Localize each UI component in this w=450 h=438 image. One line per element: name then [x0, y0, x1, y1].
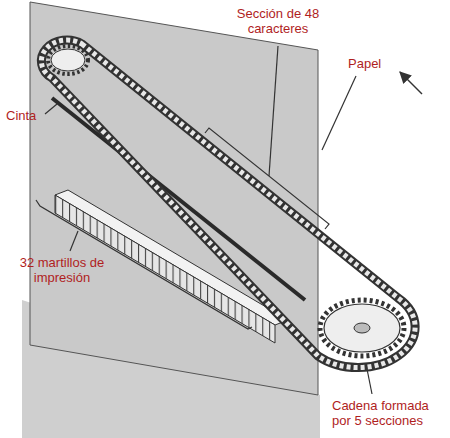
sprocket-left	[51, 49, 85, 71]
chain-outline	[41, 40, 415, 368]
chain-links	[41, 40, 415, 368]
callout-label: Cadena formada por 5 secciones	[332, 398, 444, 428]
sprocket-teeth	[48, 46, 88, 74]
leader-line	[366, 364, 372, 394]
sprocket-hub	[354, 323, 370, 333]
leader-line	[45, 104, 57, 114]
sprocket-teeth	[320, 300, 404, 356]
callout-label: 32 martillos de impresión	[12, 255, 112, 285]
section-bracket	[205, 128, 329, 229]
callout-label: Cinta	[6, 108, 36, 123]
motion-arrow	[400, 72, 422, 94]
leader-line	[269, 46, 278, 176]
leader-line	[70, 231, 78, 251]
callout-label: Sección de 48 caracteres	[228, 6, 328, 36]
leader-line	[322, 76, 356, 150]
callout-label: Papel	[348, 56, 381, 71]
sprocket-right	[324, 304, 400, 352]
